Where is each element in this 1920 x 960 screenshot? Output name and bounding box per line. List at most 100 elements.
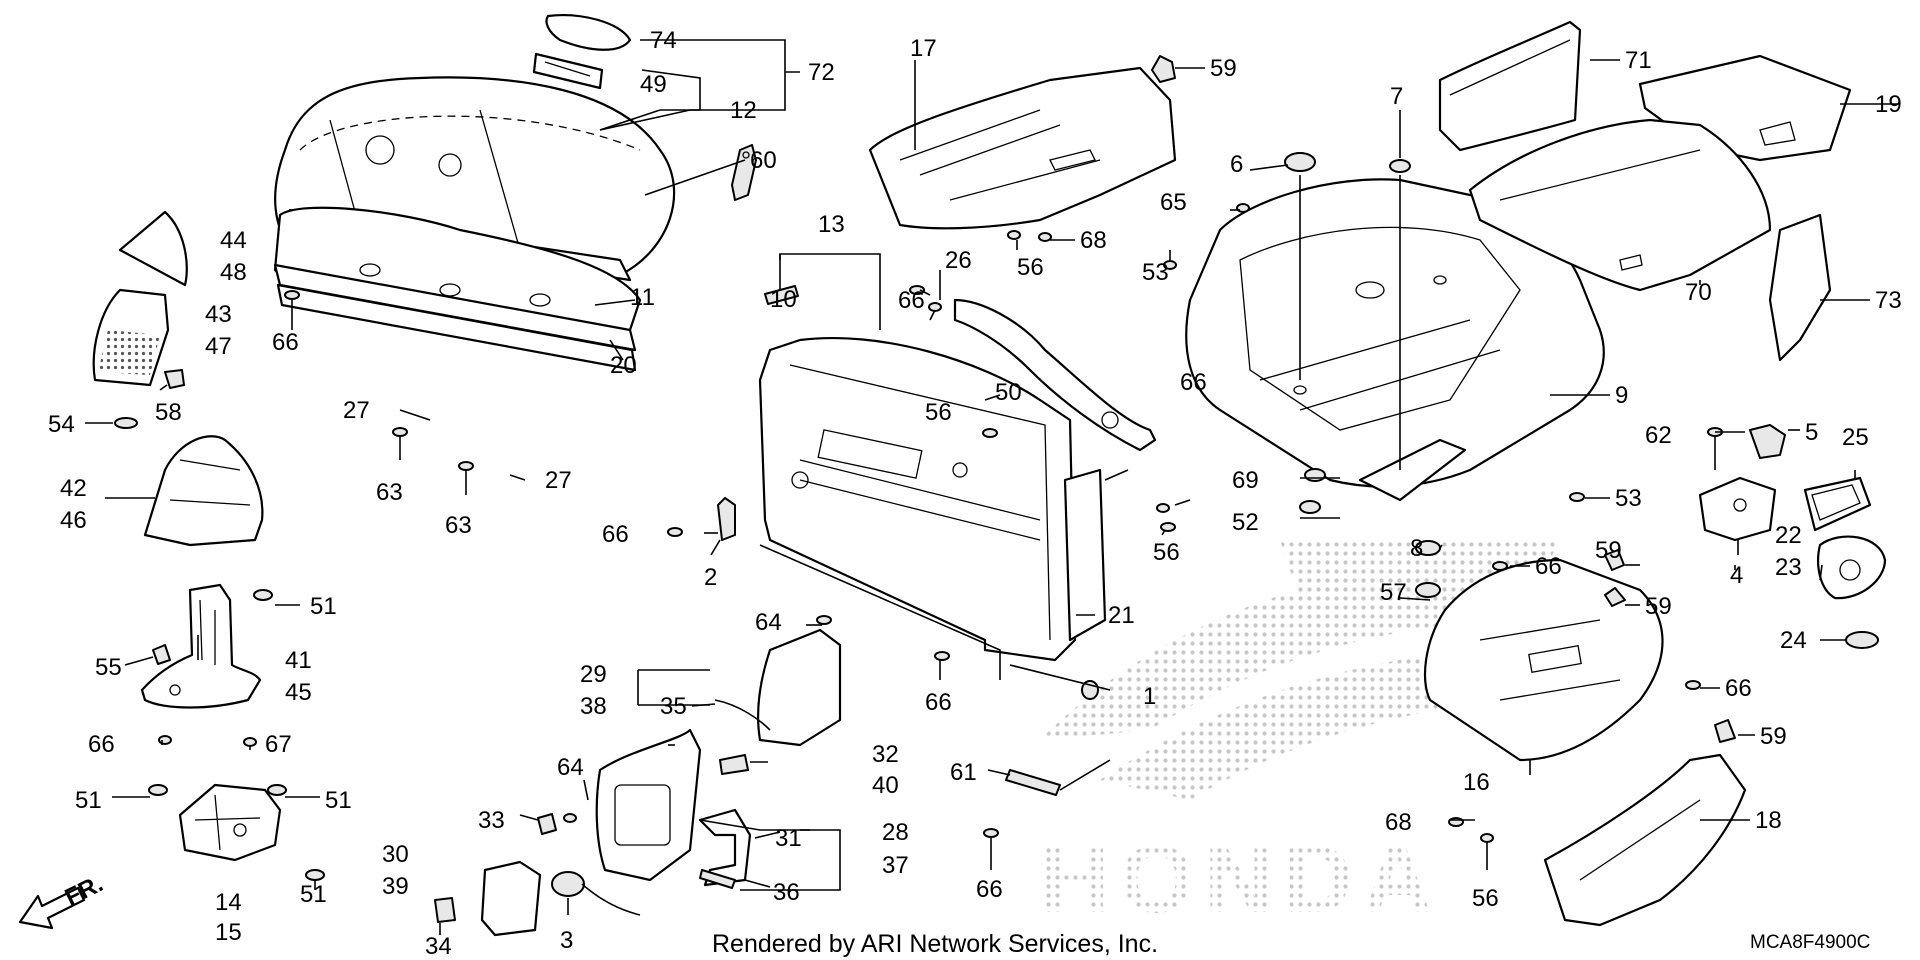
part-grommet-54[interactable] [114, 417, 138, 429]
callout-13[interactable]: 13 [818, 211, 845, 238]
callout-64a[interactable]: 64 [755, 609, 782, 636]
part-bracket-2[interactable] [717, 497, 736, 541]
part-cover-42[interactable] [143, 435, 264, 547]
callout-63b[interactable]: 63 [445, 512, 472, 539]
callout-31[interactable]: 31 [775, 825, 802, 852]
part-knob-5[interactable] [1749, 424, 1786, 459]
callout-12[interactable]: 12 [730, 97, 757, 124]
part-clip-59a[interactable] [1151, 55, 1176, 83]
callout-68b[interactable]: 68 [1385, 809, 1412, 836]
callout-22[interactable]: 22 [1775, 522, 1802, 549]
callout-23[interactable]: 23 [1775, 554, 1802, 581]
callout-51b[interactable]: 51 [75, 787, 102, 814]
callout-52[interactable]: 52 [1232, 509, 1259, 536]
callout-53a[interactable]: 53 [1142, 259, 1169, 286]
part-floor-mat-70[interactable] [1468, 118, 1772, 292]
callout-53b[interactable]: 53 [1615, 485, 1642, 512]
part-mesh-cover-44[interactable] [118, 210, 188, 287]
callout-59a[interactable]: 59 [1210, 55, 1237, 82]
part-bracket-41[interactable] [140, 583, 262, 709]
callout-57[interactable]: 57 [1380, 579, 1407, 606]
part-gasket-25[interactable] [1803, 476, 1872, 532]
callout-20[interactable]: 20 [610, 352, 637, 379]
callout-29[interactable]: 29 [580, 661, 607, 688]
part-side-panel-71[interactable] [1438, 20, 1582, 152]
callout-14[interactable]: 14 [215, 889, 242, 916]
callout-65[interactable]: 65 [1160, 189, 1187, 216]
callout-37[interactable]: 37 [882, 852, 909, 879]
callout-62[interactable]: 62 [1645, 422, 1672, 449]
part-cover-29[interactable] [756, 628, 842, 747]
callout-66c[interactable]: 66 [1180, 369, 1207, 396]
part-clip-34[interactable] [434, 897, 456, 923]
part-cable-35[interactable] [714, 699, 771, 731]
part-latch-4[interactable] [1698, 476, 1777, 542]
callout-27b[interactable]: 27 [545, 467, 572, 494]
part-clip-55[interactable] [152, 644, 171, 665]
callout-48[interactable]: 48 [220, 259, 247, 286]
callout-39[interactable]: 39 [382, 873, 409, 900]
callout-36[interactable]: 36 [773, 879, 800, 906]
callout-66d[interactable]: 66 [602, 521, 629, 548]
callout-15[interactable]: 15 [215, 919, 242, 946]
callout-35[interactable]: 35 [660, 693, 687, 720]
part-trunk-body-9[interactable] [1185, 178, 1605, 502]
callout-28[interactable]: 28 [882, 819, 909, 846]
callout-33[interactable]: 33 [478, 807, 505, 834]
callout-1[interactable]: 1 [1143, 683, 1156, 710]
callout-25[interactable]: 25 [1842, 424, 1869, 451]
callout-66i[interactable]: 66 [1725, 675, 1752, 702]
part-inner-panel-seal[interactable] [273, 206, 642, 372]
callout-73[interactable]: 73 [1875, 287, 1902, 314]
part-connector-33[interactable] [537, 813, 557, 835]
callout-55[interactable]: 55 [95, 654, 122, 681]
callout-66g[interactable]: 66 [976, 876, 1003, 903]
part-pad-10[interactable] [764, 285, 799, 305]
part-bezel-28[interactable] [595, 728, 702, 882]
callout-11[interactable]: 11 [630, 284, 655, 311]
part-bracket-26[interactable] [953, 298, 1157, 452]
callout-51c[interactable]: 51 [325, 787, 352, 814]
callout-59b[interactable]: 59 [1595, 537, 1622, 564]
callout-44[interactable]: 44 [220, 227, 247, 254]
callout-66f[interactable]: 66 [88, 731, 115, 758]
callout-7[interactable]: 7 [1390, 83, 1403, 110]
part-cover-30[interactable] [480, 860, 542, 937]
callout-59d[interactable]: 59 [1760, 723, 1787, 750]
part-side-panel-73[interactable] [1768, 213, 1832, 362]
callout-42[interactable]: 42 [60, 475, 87, 502]
callout-68a[interactable]: 68 [1080, 227, 1107, 254]
part-plug-7[interactable] [1389, 159, 1411, 173]
part-emblem-74[interactable] [545, 14, 632, 51]
callout-30[interactable]: 30 [382, 841, 409, 868]
callout-74[interactable]: 74 [650, 27, 677, 54]
callout-40[interactable]: 40 [872, 772, 899, 799]
part-lid-liner-17[interactable] [868, 66, 1177, 230]
callout-51d[interactable]: 51 [300, 881, 327, 908]
callout-56b[interactable]: 56 [925, 399, 952, 426]
callout-41[interactable]: 41 [285, 647, 312, 674]
callout-70[interactable]: 70 [1685, 279, 1712, 306]
callout-66a[interactable]: 66 [272, 329, 299, 356]
callout-67[interactable]: 67 [265, 731, 292, 758]
callout-66b[interactable]: 66 [898, 287, 925, 314]
callout-4[interactable]: 4 [1730, 562, 1743, 589]
callout-64b[interactable]: 64 [557, 754, 584, 781]
callout-19[interactable]: 19 [1875, 91, 1902, 118]
part-latch-14[interactable] [178, 783, 282, 862]
part-grommet-6[interactable] [1284, 152, 1316, 172]
callout-34[interactable]: 34 [425, 933, 452, 960]
callout-47[interactable]: 47 [205, 333, 232, 360]
callout-6[interactable]: 6 [1230, 151, 1243, 178]
callout-61[interactable]: 61 [950, 759, 977, 786]
callout-2[interactable]: 2 [704, 564, 717, 591]
callout-71[interactable]: 71 [1625, 47, 1652, 74]
callout-56c[interactable]: 56 [1153, 539, 1180, 566]
callout-46[interactable]: 46 [60, 507, 87, 534]
part-clip-59b[interactable] [1714, 719, 1736, 743]
part-clip-32[interactable] [719, 754, 749, 775]
callout-8[interactable]: 8 [1410, 535, 1423, 562]
callout-58[interactable]: 58 [155, 399, 182, 426]
part-grommet-24[interactable] [1845, 631, 1879, 649]
callout-56d[interactable]: 56 [1472, 885, 1499, 912]
